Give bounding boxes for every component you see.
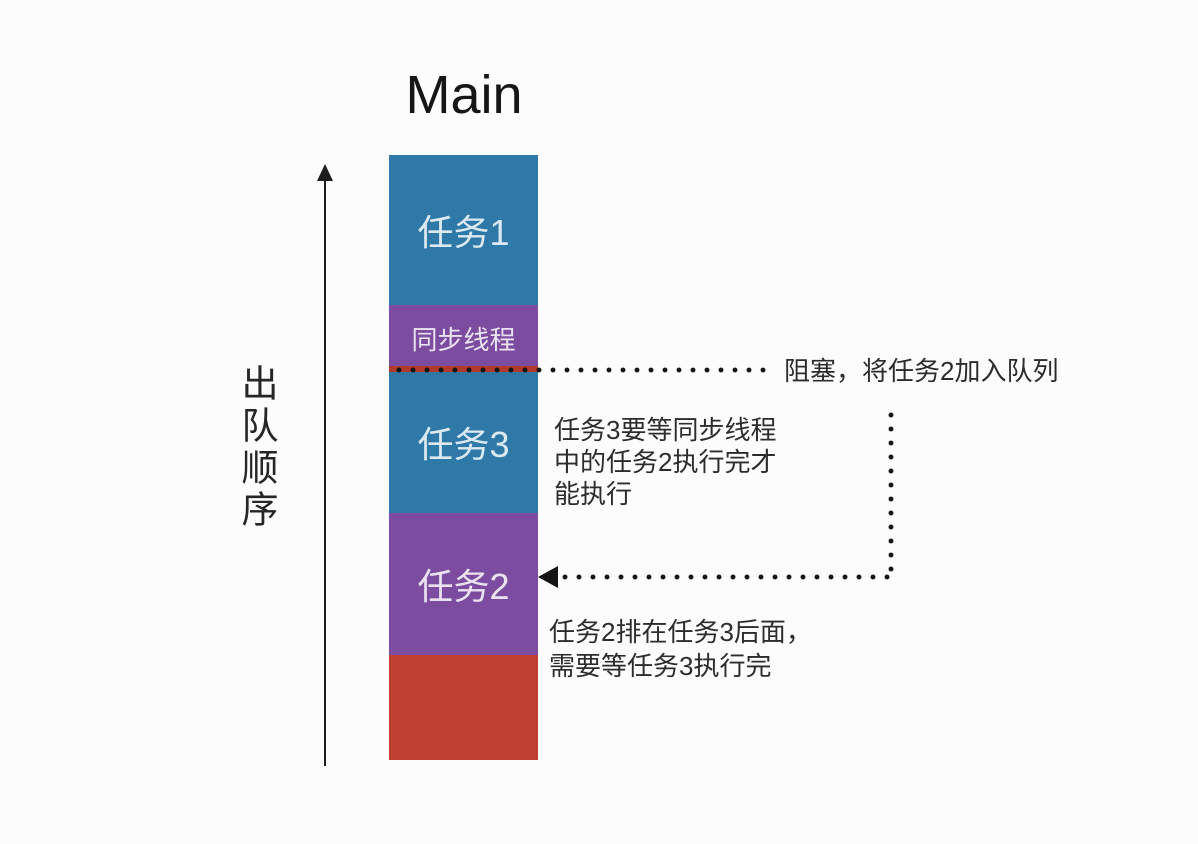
task1-label: 任务1 bbox=[417, 212, 510, 253]
task1-block: 任务1 bbox=[389, 155, 538, 305]
enqueue-dotted-line-horizontal bbox=[558, 574, 893, 580]
dequeue-order-arrow-line bbox=[324, 176, 326, 766]
task2-note: 任务2排在任务3后面， 需要等任务3执行完 bbox=[549, 617, 812, 681]
enqueue-dotted-line-vertical bbox=[888, 408, 894, 576]
task2-label: 任务2 bbox=[417, 566, 510, 607]
task2-block: 任务2 bbox=[389, 513, 538, 655]
arrow-left-icon bbox=[538, 566, 558, 588]
main-thread-title: Main bbox=[405, 65, 523, 125]
dequeue-order-label: 出队顺序 bbox=[236, 364, 277, 532]
main-queue-column: 任务1 同步线程 任务3 任务2 bbox=[389, 155, 538, 760]
sync-thread-label: 同步线程 bbox=[411, 324, 516, 355]
blocking-dotted-line bbox=[392, 367, 770, 373]
task3-note: 任务3要等同步线程 中的任务2执行完才 能执行 bbox=[554, 415, 777, 509]
sync-thread-block: 同步线程 bbox=[389, 305, 538, 371]
task3-block: 任务3 bbox=[389, 371, 538, 513]
bottom-block bbox=[389, 655, 538, 760]
blocking-note: 阻塞，将任务2加入队列 bbox=[784, 356, 1059, 386]
task3-label: 任务3 bbox=[417, 424, 510, 465]
arrow-up-icon bbox=[317, 164, 333, 181]
